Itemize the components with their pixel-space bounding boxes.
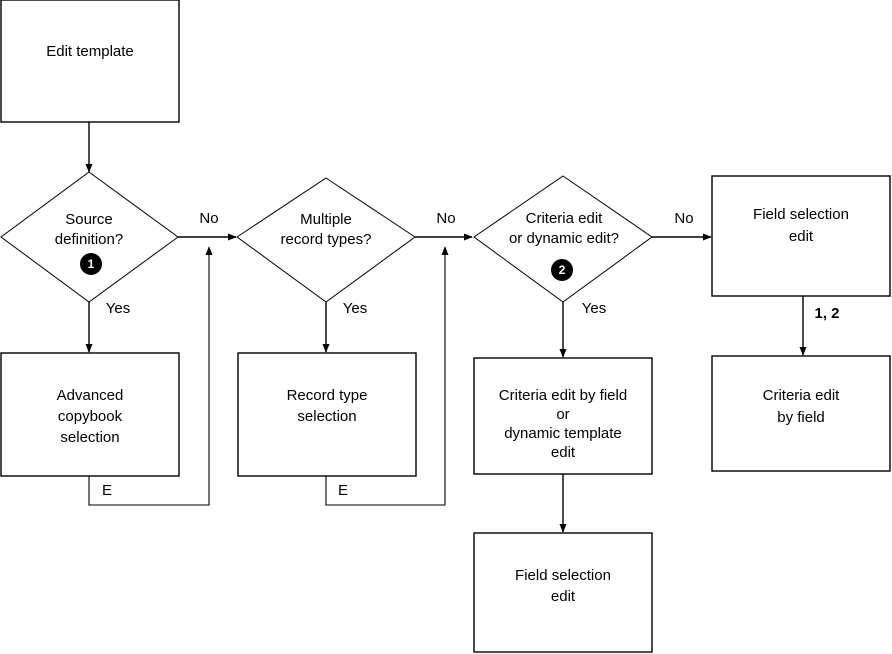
criteria-or-dynamic-diamond[interactable] bbox=[473, 175, 653, 303]
source-definition-label-line1: Source bbox=[65, 211, 113, 228]
node-criteria-edit-by-field-or-dynamic[interactable]: Criteria edit by field or dynamic templa… bbox=[473, 357, 653, 475]
record-type-selection-line2: selection bbox=[297, 408, 356, 425]
advanced-copybook-selection-box[interactable] bbox=[0, 352, 180, 477]
edge-label-no-3: No bbox=[674, 210, 693, 227]
edge-label-no-2: No bbox=[436, 210, 455, 227]
edge-label-yes-3: Yes bbox=[582, 300, 606, 317]
criteria-or-dynamic-label-line2: or dynamic edit? bbox=[509, 230, 619, 247]
marker-number-2: 2 bbox=[559, 263, 566, 277]
node-field-selection-edit-bottom[interactable]: Field selection edit bbox=[473, 532, 653, 653]
criteria-edit-or-dynamic-line2: or bbox=[556, 406, 569, 423]
source-definition-diamond[interactable] bbox=[0, 171, 179, 303]
field-selection-edit-bottom-line2: edit bbox=[551, 588, 576, 605]
advanced-copybook-line3: selection bbox=[60, 429, 119, 446]
node-source-definition[interactable]: Source definition? 1 bbox=[0, 171, 179, 303]
edit-template-box[interactable] bbox=[0, 0, 180, 123]
node-criteria-or-dynamic[interactable]: Criteria edit or dynamic edit? 2 bbox=[473, 175, 653, 303]
connector-record-type-return-e bbox=[325, 246, 449, 506]
edge-label-yes-2: Yes bbox=[343, 300, 367, 317]
advanced-copybook-line1: Advanced bbox=[57, 387, 124, 404]
record-type-selection-box[interactable] bbox=[237, 352, 417, 477]
node-field-selection-edit-top[interactable]: Field selection edit bbox=[711, 175, 891, 297]
criteria-or-dynamic-label-line1: Criteria edit bbox=[526, 210, 604, 227]
marker-circle-1 bbox=[80, 253, 102, 275]
field-selection-edit-top-box[interactable] bbox=[711, 175, 891, 297]
connector-advanced-copybook-return-e bbox=[88, 246, 213, 506]
node-multiple-record-types[interactable]: Multiple record types? bbox=[236, 177, 416, 303]
marker-circle-2 bbox=[551, 259, 573, 281]
edit-template-label: Edit template bbox=[46, 43, 134, 60]
node-advanced-copybook-selection[interactable]: Advanced copybook selection bbox=[0, 352, 180, 477]
source-definition-label-line2: definition? bbox=[55, 231, 123, 248]
edge-label-return-e-2: E bbox=[338, 482, 348, 499]
criteria-edit-or-dynamic-line1: Criteria edit by field bbox=[499, 387, 627, 404]
edge-label-no-1: No bbox=[199, 210, 218, 227]
field-selection-edit-top-line1: Field selection bbox=[753, 206, 849, 223]
criteria-edit-or-dynamic-line4: edit bbox=[551, 444, 576, 461]
criteria-edit-or-dynamic-line3: dynamic template bbox=[504, 425, 622, 442]
field-selection-edit-top-line2: edit bbox=[789, 228, 814, 245]
multiple-record-types-label-line2: record types? bbox=[281, 231, 372, 248]
advanced-copybook-line2: copybook bbox=[58, 408, 123, 425]
edge-label-yes-1: Yes bbox=[106, 300, 130, 317]
marker-number-1: 1 bbox=[88, 257, 95, 271]
multiple-record-types-label-line1: Multiple bbox=[300, 211, 352, 228]
multiple-record-types-diamond[interactable] bbox=[236, 177, 416, 303]
field-selection-edit-bottom-line1: Field selection bbox=[515, 567, 611, 584]
node-record-type-selection[interactable]: Record type selection bbox=[237, 352, 417, 477]
node-edit-template[interactable]: Edit template bbox=[0, 0, 180, 123]
record-type-selection-line1: Record type bbox=[287, 387, 368, 404]
edge-label-one-two: 1, 2 bbox=[814, 305, 839, 322]
edge-label-return-e-1: E bbox=[102, 482, 112, 499]
criteria-edit-by-field-line2: by field bbox=[777, 409, 825, 426]
field-selection-edit-bottom-box[interactable] bbox=[473, 532, 653, 653]
node-criteria-edit-by-field[interactable]: Criteria edit by field bbox=[711, 355, 891, 472]
criteria-edit-by-field-line1: Criteria edit bbox=[763, 387, 841, 404]
criteria-edit-or-dynamic-box[interactable] bbox=[473, 357, 653, 475]
criteria-edit-by-field-box[interactable] bbox=[711, 355, 891, 472]
